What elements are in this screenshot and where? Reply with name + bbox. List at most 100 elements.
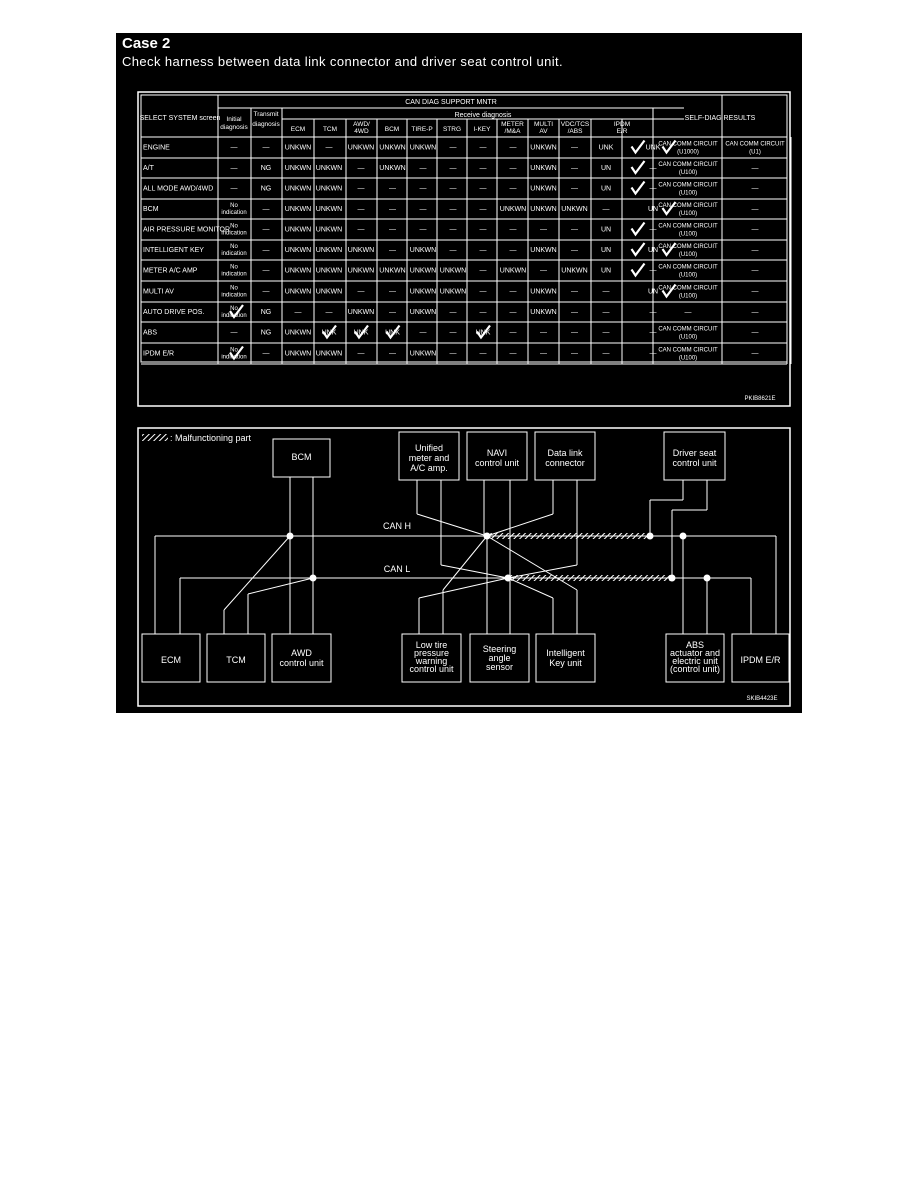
select-cell: No [230, 203, 238, 209]
receive-cell: — [480, 268, 487, 275]
check-mark [661, 242, 677, 257]
receive-cell: UNKWN [410, 351, 436, 358]
receive-cell: UNKWN [530, 165, 556, 172]
self-diag-cell: CAN COMM CIRCUIT [658, 286, 718, 292]
check-mark [385, 324, 401, 340]
receive-cell: — [603, 289, 610, 296]
receive-cell: — [450, 206, 457, 213]
ikey-box [535, 633, 596, 683]
splice-dot [679, 532, 687, 540]
receive-cell: — [510, 351, 517, 358]
self-diag-cell: — [752, 268, 759, 275]
receive-cell: — [480, 165, 487, 172]
receive-cell: UN [601, 268, 611, 275]
self-diag-cell: — [752, 227, 759, 234]
receive-cell: — [480, 289, 487, 296]
steering-box [469, 633, 530, 683]
receive-cell: — [480, 186, 487, 193]
self-diag-cell: (U100) [679, 252, 697, 258]
ecm-box [141, 633, 201, 683]
receive-cell: — [420, 206, 427, 213]
receive-cell: — [450, 145, 457, 152]
receive-cell: — [389, 309, 396, 316]
receive-cell: UN [648, 247, 658, 254]
row-label: A/T [143, 165, 155, 172]
ikey-wire [507, 577, 554, 599]
check-mark [354, 324, 369, 340]
receive-cell: — [358, 289, 365, 296]
receive-col-header: ECM [291, 126, 305, 133]
self-diag-cell: CAN COMM CIRCUIT [658, 203, 718, 209]
receive-cell: — [389, 227, 396, 234]
malfunction-segment-l [509, 575, 672, 581]
self-diag-header: SELF-DIAG RESULTS [685, 115, 756, 122]
receive-cell: UNKWN [316, 186, 342, 193]
receive-cell: UNKWN [530, 186, 556, 193]
tire-wire [418, 577, 509, 599]
receive-cell: UNKWN [316, 227, 342, 234]
awd-label: control unit [279, 658, 324, 668]
self-diag-cell: (U100) [679, 294, 697, 300]
receive-cell: UNK [599, 145, 614, 152]
case-description: Check harness between data link connecto… [122, 54, 564, 69]
receive-cell: — [540, 268, 547, 275]
receive-cell: UNKWN [530, 309, 556, 316]
receive-cell: UNKWN [440, 289, 466, 296]
receive-cell: — [510, 145, 517, 152]
navi-label: NAVI [487, 448, 507, 458]
receive-cell: — [603, 330, 610, 337]
receive-cell: UNKWN [530, 206, 556, 213]
check-mark [476, 324, 491, 340]
receive-cell: — [480, 145, 487, 152]
monitor-header: CAN DIAG SUPPORT MNTR [405, 99, 497, 106]
abs-label: (control unit) [670, 664, 720, 674]
receive-col-header: E/R [617, 128, 628, 135]
abs-label: actuator and [670, 648, 720, 658]
legend-hatch-swatch [142, 434, 168, 441]
driver-seat-box [663, 431, 726, 481]
check-mark [661, 139, 677, 155]
can-l-label: CAN L [384, 564, 411, 574]
receive-cell: UNKWN [348, 309, 374, 316]
select-cell: indication [221, 251, 246, 257]
select-cell: — [231, 330, 238, 337]
receive-col-header: BCM [385, 126, 399, 133]
initial-cell: — [263, 206, 270, 213]
transmit-cell: UNKWN [285, 186, 311, 193]
select-cell: No [230, 286, 238, 292]
receive-col-header: METER [501, 121, 524, 128]
receive-cell: — [650, 330, 657, 337]
self-diag-cell: (U100) [679, 356, 697, 362]
initial-cell: — [263, 145, 270, 152]
receive-cell: — [450, 309, 457, 316]
transmit-cell: UNKWN [285, 206, 311, 213]
receive-cell: — [510, 247, 517, 254]
transmit-cell: UNKWN [285, 330, 311, 337]
receive-cell: — [510, 227, 517, 234]
steering-label: angle [488, 653, 510, 663]
splice-dot [646, 532, 654, 540]
self-diag-cell: (U100) [679, 170, 697, 176]
row-label: ALL MODE AWD/4WD [143, 186, 213, 193]
self-diag-cell: CAN COMM CIRCUIT [658, 348, 718, 354]
row-label: INTELLIGENT KEY [143, 247, 204, 254]
receive-cell: UNKWN [348, 247, 374, 254]
receive-cell: UN [601, 227, 611, 234]
initial-cell: NG [261, 165, 272, 172]
receive-cell: UNKWN [379, 268, 405, 275]
receive-cell: — [358, 206, 365, 213]
receive-cell: — [480, 227, 487, 234]
transmit-diag-header: Transmit [253, 111, 278, 118]
bcm-label: BCM [292, 452, 312, 462]
receive-cell: — [420, 227, 427, 234]
receive-cell: UNKWN [379, 165, 405, 172]
receive-cell: — [358, 227, 365, 234]
transmit-cell: UNKWN [285, 165, 311, 172]
receive-cell: — [450, 330, 457, 337]
receive-cell: UNKWN [410, 247, 436, 254]
receive-cell: — [480, 309, 487, 316]
receive-cell: — [571, 247, 578, 254]
receive-col-header: /M&A [505, 128, 522, 135]
receive-col-header: I-KEY [474, 126, 492, 133]
receive-cell: — [603, 351, 610, 358]
